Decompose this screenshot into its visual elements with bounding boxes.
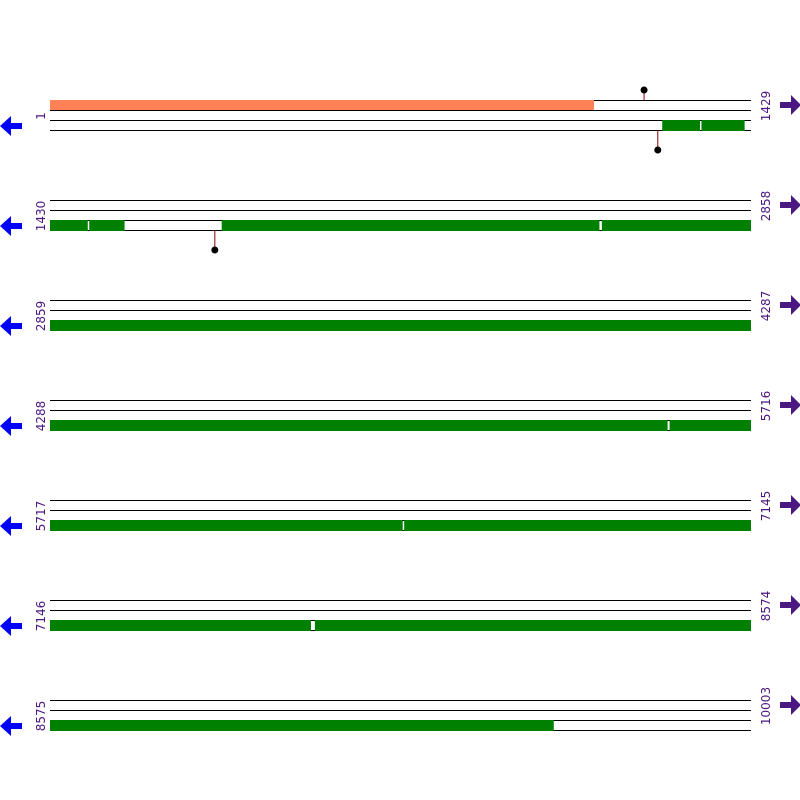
- arrow-right-icon: [780, 495, 800, 515]
- start-position-label: 1: [34, 112, 48, 120]
- reverse-feature-block: [50, 220, 88, 231]
- arrow-right-icon: [780, 95, 800, 115]
- reverse-feature-block: [89, 220, 125, 231]
- start-position-label: 7146: [34, 601, 48, 632]
- arrow-right-icon: [780, 195, 800, 215]
- arrow-right-icon: [780, 295, 800, 315]
- reverse-feature-block: [50, 320, 751, 331]
- reverse-feature-block: [50, 520, 403, 531]
- forward-feature-block: [50, 100, 595, 110]
- arrow-left-icon: [0, 216, 22, 236]
- track-row: 2859 4287: [0, 291, 800, 336]
- end-position-label: 8574: [759, 591, 773, 622]
- start-position-label: 4288: [34, 401, 48, 432]
- start-position-label: 1430: [34, 201, 48, 232]
- end-position-label: 4287: [759, 291, 773, 322]
- start-position-label: 2859: [34, 301, 48, 332]
- track-row: 4288 5716: [0, 391, 800, 436]
- arrow-right-icon: [780, 395, 800, 415]
- reverse-feature-block: [314, 620, 751, 631]
- track-row: 8575 10003: [0, 687, 800, 736]
- arrow-left-icon: [0, 116, 22, 136]
- end-position-label: 2858: [759, 191, 773, 222]
- track-row: 7146 8574: [0, 591, 800, 636]
- start-position-label: 5717: [34, 501, 48, 532]
- lollipop-marker-icon: [640, 86, 648, 94]
- reverse-feature-block: [221, 220, 600, 231]
- arrow-left-icon: [0, 416, 22, 436]
- reverse-feature-block: [601, 220, 751, 231]
- lollipop-marker-icon: [211, 246, 219, 254]
- lollipop-marker-icon: [654, 146, 662, 154]
- reverse-feature-block: [701, 120, 745, 131]
- end-position-label: 5716: [759, 391, 773, 422]
- arrow-right-icon: [780, 695, 800, 715]
- reverse-feature-block: [669, 420, 751, 431]
- reverse-feature-block: [50, 720, 554, 731]
- reverse-feature-block: [662, 120, 700, 131]
- end-position-label: 10003: [759, 687, 773, 725]
- end-position-label: 7145: [759, 491, 773, 522]
- arrow-left-icon: [0, 616, 22, 636]
- track-row: 1 1429: [0, 86, 800, 154]
- start-position-label: 8575: [34, 701, 48, 732]
- reverse-feature-block: [50, 620, 311, 631]
- reverse-feature-block: [404, 520, 751, 531]
- arrow-left-icon: [0, 316, 22, 336]
- track-row: 1430 2858: [0, 191, 800, 254]
- arrow-left-icon: [0, 716, 22, 736]
- track-row: 5717 7145: [0, 491, 800, 536]
- arrow-right-icon: [780, 595, 800, 615]
- arrow-left-icon: [0, 516, 22, 536]
- reverse-feature-block: [50, 420, 668, 431]
- end-position-label: 1429: [759, 91, 773, 122]
